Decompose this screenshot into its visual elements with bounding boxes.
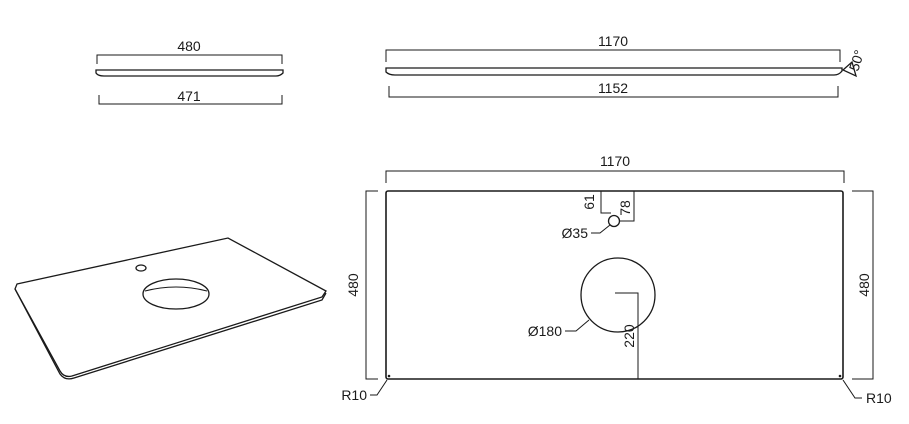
radius-left-label: R10: [341, 387, 367, 403]
dim-1170-top-label: 1170: [598, 33, 628, 49]
tap-leader: [591, 224, 611, 234]
dim-480-line: [96, 54, 283, 64]
left-slab-profile: [95, 69, 284, 77]
tap-offset-b-label: 78: [617, 200, 633, 216]
dim-471-line: [98, 95, 283, 105]
dim-plan-width-label: 1170: [600, 153, 630, 169]
corner-mark-right: [838, 374, 842, 378]
iso-tap-hole: [135, 264, 147, 272]
basin-hole: [580, 257, 656, 333]
corner-mark-left: [387, 374, 391, 378]
tap-hole: [607, 214, 621, 228]
dim-depth-left-line: [365, 190, 378, 380]
iso-slab-edge: [14, 288, 327, 380]
dim-depth-left-label: 480: [345, 273, 361, 297]
basin-diameter-label: Ø180: [528, 323, 562, 339]
tap-hole-diameter-label: Ø35: [562, 225, 589, 241]
countertop-outline: [385, 190, 844, 380]
basin-leader: [565, 319, 590, 332]
left-profile-view: 480 471: [95, 38, 284, 105]
radius-right-leader: [842, 379, 862, 399]
iso-basin-inner: [144, 286, 208, 292]
isometric-view: [14, 237, 327, 380]
right-slab-profile: [385, 67, 843, 76]
dim-plan-width-line: [385, 170, 845, 183]
dim-1170-top-line: [385, 49, 841, 62]
tap-center-dim-a: [600, 191, 611, 214]
right-profile-view: 1170 50° 1152: [385, 33, 868, 98]
tap-offset-a-label: 61: [581, 194, 597, 210]
dim-depth-right-label: 480: [856, 273, 872, 297]
dim-depth-right-line: [852, 190, 874, 380]
edge-angle-marker: [841, 60, 858, 78]
dim-1152-line: [388, 86, 839, 98]
plan-view: 1170 480 480 61 78 Ø35 220 Ø180 R10 R10: [341, 153, 892, 406]
dim-471-label: 471: [177, 88, 201, 104]
iso-basin-hole: [142, 278, 210, 310]
iso-slab-top: [14, 237, 327, 378]
radius-left-leader: [370, 379, 388, 396]
dim-480-label: 480: [177, 38, 201, 54]
tap-center-dim-b: [620, 191, 635, 222]
dim-1152-label: 1152: [598, 80, 628, 96]
edge-angle-label: 50°: [846, 48, 868, 73]
basin-center-dim: [615, 292, 639, 379]
basin-offset-label: 220: [621, 324, 637, 348]
radius-right-label: R10: [866, 390, 892, 406]
